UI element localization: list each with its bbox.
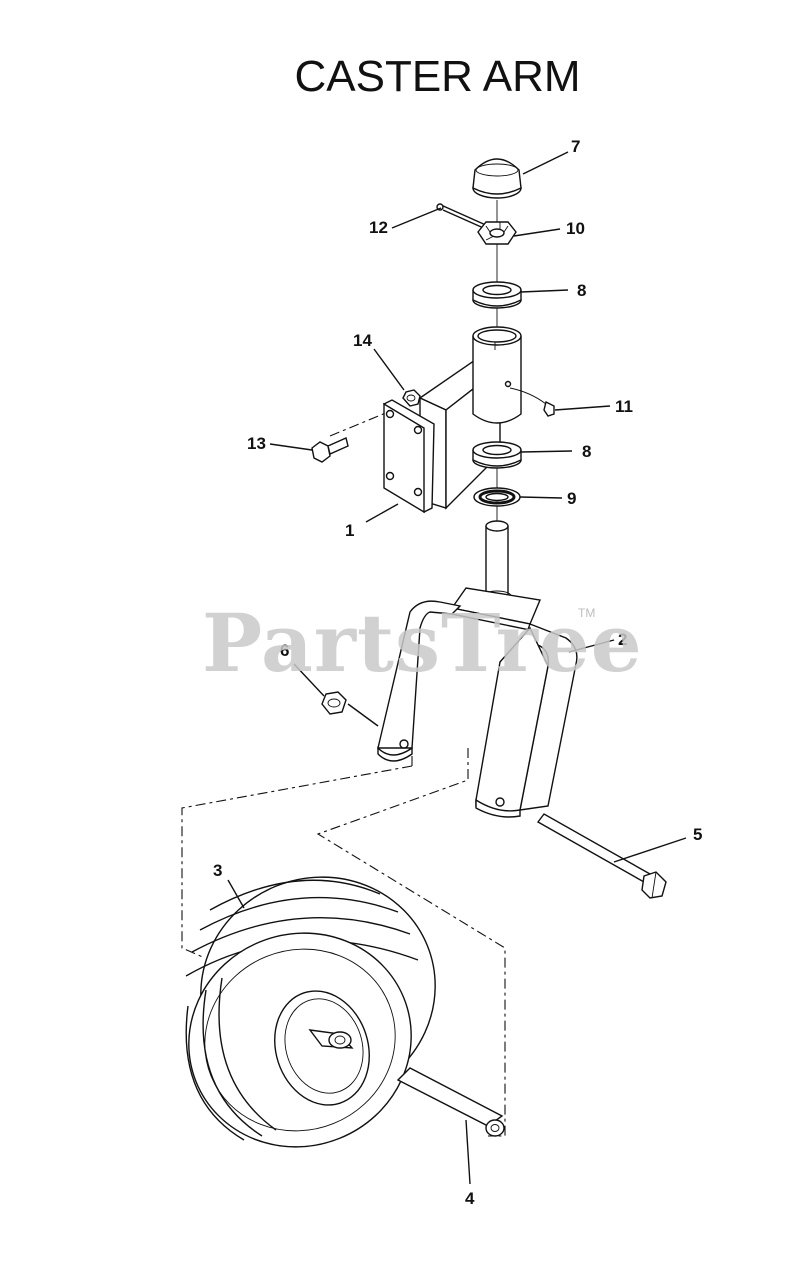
- diagram-title: CASTER ARM: [294, 52, 581, 101]
- callout-5: 5: [693, 825, 702, 844]
- part-bolt-13: [311, 437, 349, 463]
- part-castle-nut: [477, 221, 517, 245]
- callout-10: 10: [566, 219, 585, 238]
- callout-8-upper: 8: [577, 281, 586, 300]
- callout-8-lower: 8: [582, 442, 591, 461]
- part-caster-arm-weldment: [383, 326, 522, 514]
- callout-labels: 7 10 12 8 11 14 13 8 9 1 2 6 5 3 4: [213, 137, 702, 1208]
- part-caster-fork: [377, 520, 578, 818]
- callout-1: 1: [345, 521, 354, 540]
- part-grease-cap: [472, 158, 522, 199]
- part-bearing-cup-lower: [472, 441, 522, 469]
- callout-4: 4: [465, 1189, 475, 1208]
- callout-13: 13: [247, 434, 266, 453]
- part-cotter-pin: [436, 203, 489, 231]
- callout-14: 14: [353, 331, 372, 350]
- callout-2: 2: [618, 630, 627, 649]
- watermark-logo: PartsTree: [202, 596, 643, 690]
- callout-3: 3: [213, 861, 222, 880]
- part-nut-6: [321, 691, 347, 715]
- callout-7: 7: [571, 137, 580, 156]
- part-nut-14: [402, 389, 421, 407]
- part-axle-bolt: [536, 813, 667, 899]
- callout-9: 9: [567, 489, 576, 508]
- part-grease-fitting: [509, 387, 555, 417]
- part-spacer-tube: [396, 1067, 505, 1137]
- callout-12: 12: [369, 218, 388, 237]
- part-wheel-tire: [185, 876, 436, 1148]
- part-bearing-cup-upper: [472, 281, 522, 309]
- watermark-trademark: TM: [578, 606, 596, 620]
- part-seal: [473, 487, 521, 507]
- leader-lines: [227, 151, 687, 1185]
- callout-6: 6: [280, 641, 289, 660]
- callout-11: 11: [615, 397, 633, 416]
